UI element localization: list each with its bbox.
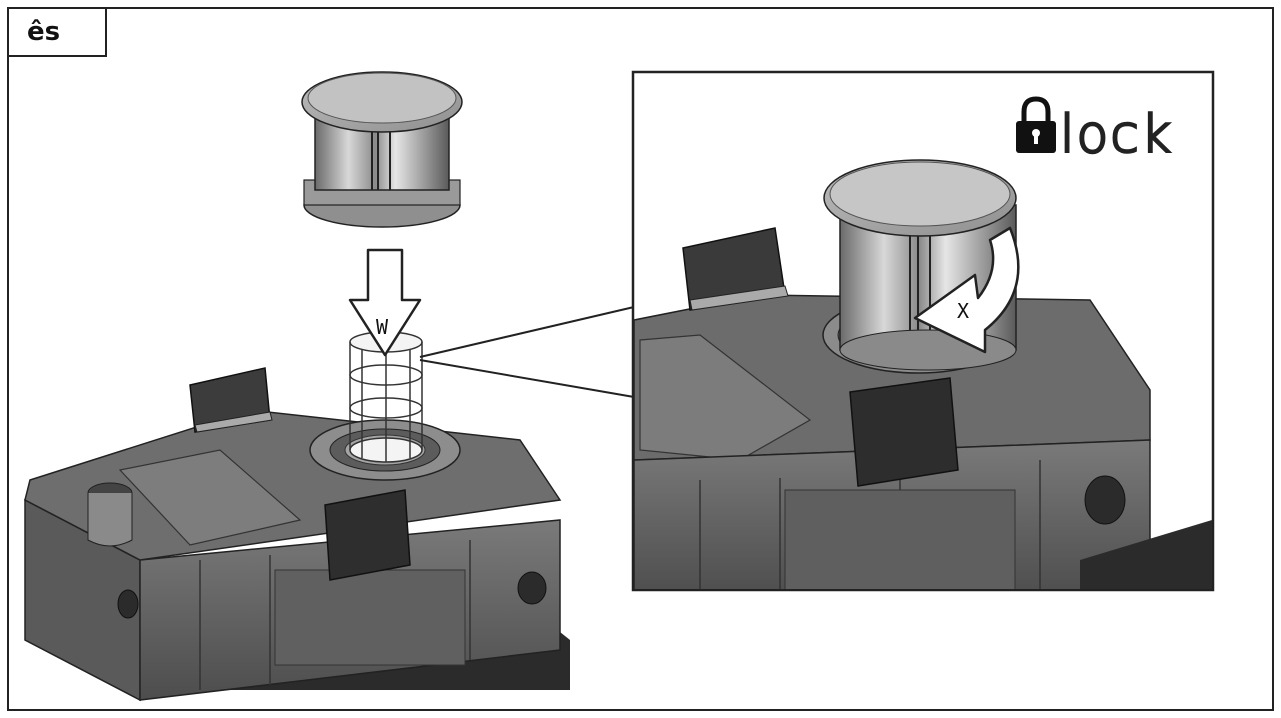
device-main [24,331,570,702]
callout-w: W [376,315,389,339]
detail-inset: X lock [631,70,1215,592]
step-label: ês [7,7,107,57]
callout-x: X [957,299,969,323]
insert-arrow [348,248,422,357]
zoom-leader-lines [419,306,635,398]
rotate-arrow [913,226,1020,354]
padlock-icon [1016,96,1056,153]
lock-label: lock [1060,105,1173,165]
cartridge-cylinder [301,71,463,228]
